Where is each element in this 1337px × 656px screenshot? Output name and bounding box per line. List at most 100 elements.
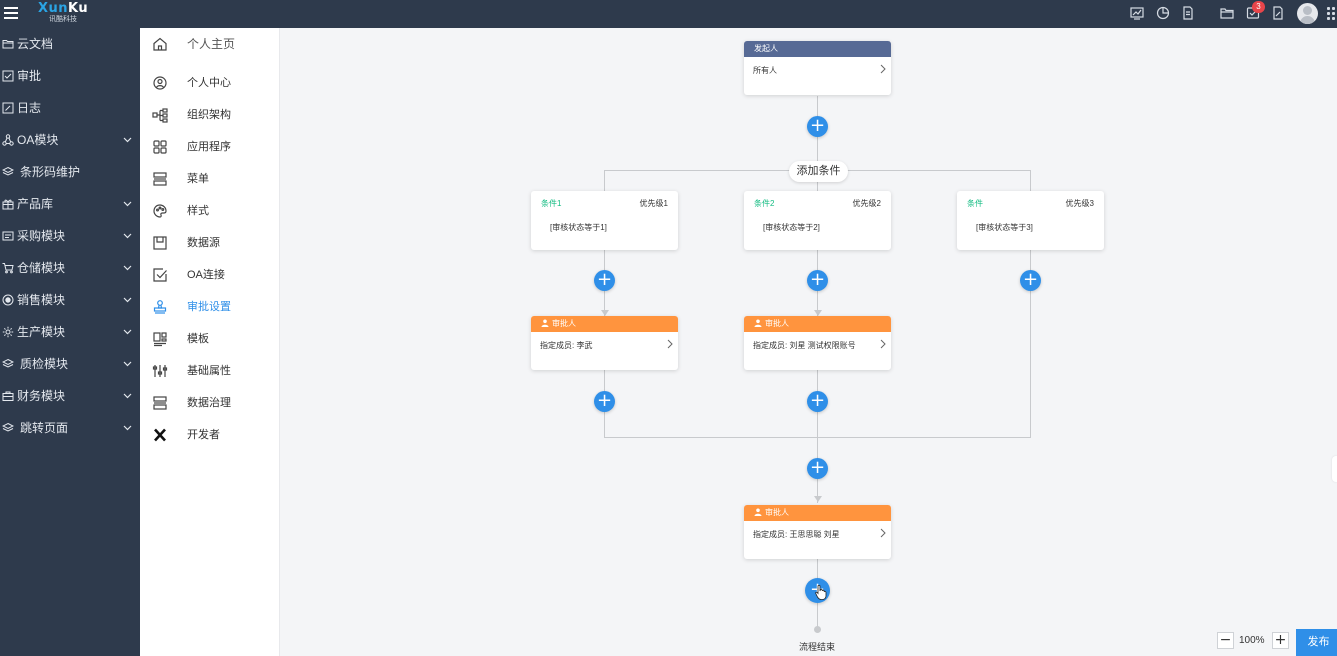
sidebar-item-purchase[interactable]: 采购模块 [0, 220, 140, 252]
add-node-button[interactable]: + [807, 391, 828, 412]
sidebar-item-quality[interactable]: 质检模块 [0, 348, 140, 380]
apps-grid-icon[interactable] [1327, 7, 1337, 20]
sidebar-item-label: 跳转页面 [20, 421, 69, 435]
flow-end-label: 流程结束 [798, 642, 835, 652]
sidebar-item-label: 仓储模块 [17, 261, 66, 275]
edit-document-icon[interactable] [1271, 6, 1285, 20]
submenu-item-home[interactable]: 个人主页 [140, 28, 280, 60]
edit-icon [2, 102, 14, 114]
condition-name: 条件1 [541, 199, 562, 208]
sidebar-item-label: 日志 [17, 101, 42, 115]
submenu-item-oa-connect[interactable]: OA连接 [140, 259, 280, 291]
condition-card[interactable]: 条件 优先级3 [审核状态等于3] [957, 191, 1104, 250]
zoom-in-button[interactable]: + [1272, 632, 1289, 649]
condition-priority: 优先级1 [639, 199, 668, 208]
flow-end-dot [814, 626, 821, 633]
document-icon[interactable] [1181, 6, 1195, 20]
sidebar-item-log[interactable]: 日志 [0, 92, 140, 124]
approver-node-content: 指定成员: 刘星 测试权限账号 [753, 341, 856, 350]
submenu-item-label: 应用程序 [187, 141, 231, 153]
sidebar-item-label: 采购模块 [17, 229, 66, 243]
sidebar-item-oa[interactable]: OA模块 [0, 124, 140, 156]
publish-button[interactable]: 发布 [1296, 629, 1337, 656]
submenu-item-label: OA连接 [187, 269, 225, 281]
side-panel-handle[interactable] [1332, 456, 1337, 482]
submenu-item-apps[interactable]: 应用程序 [140, 131, 280, 163]
condition-rule: [审核状态等于3] [976, 223, 1033, 232]
submenu-item-developer[interactable]: 开发者 [140, 419, 280, 451]
x-icon [152, 427, 168, 443]
submenu-item-org[interactable]: 组织架构 [140, 99, 280, 131]
submenu-item-data-governance[interactable]: 数据治理 [140, 387, 280, 419]
sidebar-item-product[interactable]: 产品库 [0, 188, 140, 220]
submenu-item-datasource[interactable]: 数据源 [140, 227, 280, 259]
sidebar-item-redirect[interactable]: 跳转页面 [0, 412, 140, 444]
flow-connector [604, 170, 605, 192]
submenu-item-label: 审批设置 [187, 301, 231, 313]
sidebar-item-label: 销售模块 [17, 293, 66, 307]
approver-node-content: 指定成员: 王思思聪 刘星 [753, 530, 840, 539]
sidebar-item-label: 财务模块 [17, 389, 66, 403]
flow-arrow [601, 310, 609, 316]
zoom-out-button[interactable]: − [1217, 632, 1234, 649]
brand-logo[interactable]: XunKu 讯酷科技 [38, 2, 88, 26]
submenu-item-style[interactable]: 样式 [140, 195, 280, 227]
sidebar-item-approval[interactable]: 审批 [0, 60, 140, 92]
pie-chart-icon[interactable] [1156, 6, 1170, 20]
approver-node-title: 审批人 [765, 319, 789, 328]
add-node-button[interactable]: + [594, 270, 615, 291]
menu-list-icon [152, 171, 168, 187]
zoom-controls: − 100% + [1217, 632, 1289, 652]
add-condition-button[interactable]: 添加条件 [789, 161, 848, 182]
home-icon [152, 36, 168, 52]
chevron-down-icon [122, 262, 133, 273]
approver-node-title: 审批人 [765, 508, 789, 517]
submenu-item-label: 组织架构 [187, 109, 231, 121]
approver-node-title: 审批人 [552, 319, 576, 328]
add-node-button[interactable]: + [594, 391, 615, 412]
chevron-right-icon [879, 64, 887, 74]
flow-connector [1030, 170, 1031, 192]
submenu-item-approval-settings[interactable]: 审批设置 [140, 291, 280, 323]
sidebar-item-barcode[interactable]: 条形码维护 [0, 156, 140, 188]
main-sidebar: 云文档 审批 日志 OA模块 条形码维护 产品库 采购模块 仓储模块 销售模块 [0, 28, 140, 656]
submenu-item-label: 基础属性 [187, 365, 231, 377]
submenu-item-menu[interactable]: 菜单 [140, 163, 280, 195]
dashboard-icon[interactable] [1130, 6, 1144, 20]
chevron-down-icon [122, 294, 133, 305]
logo-primary: Xun [38, 1, 69, 16]
condition-priority: 优先级2 [852, 199, 881, 208]
condition-card[interactable]: 条件2 优先级2 [审核状态等于2] [744, 191, 891, 250]
start-node[interactable]: 发起人 所有人 [744, 41, 891, 95]
final-approver-node[interactable]: 审批人 指定成员: 王思思聪 刘星 [744, 505, 891, 559]
condition-priority: 优先级3 [1065, 199, 1094, 208]
flow-connector [817, 370, 818, 503]
checkbox-icon [2, 70, 14, 82]
sidebar-item-cloud-docs[interactable]: 云文档 [0, 28, 140, 60]
sidebar-item-production[interactable]: 生产模块 [0, 316, 140, 348]
folder-icon [2, 38, 14, 50]
condition-card[interactable]: 条件1 优先级1 [审核状态等于1] [531, 191, 678, 250]
submenu-item-base-attributes[interactable]: 基础属性 [140, 355, 280, 387]
folder-icon[interactable] [1220, 6, 1234, 20]
sidebar-item-warehouse[interactable]: 仓储模块 [0, 252, 140, 284]
sidebar-item-sales[interactable]: 销售模块 [0, 284, 140, 316]
hamburger-menu-icon[interactable] [4, 7, 18, 19]
zoom-level: 100% [1239, 635, 1265, 646]
user-icon [541, 319, 549, 327]
sidebar-item-finance[interactable]: 财务模块 [0, 380, 140, 412]
mouse-cursor-icon [815, 585, 827, 600]
submenu-item-template[interactable]: 模板 [140, 323, 280, 355]
add-node-button[interactable]: + [807, 116, 828, 137]
submenu-item-personal-center[interactable]: 个人中心 [140, 67, 280, 99]
add-node-button[interactable]: + [1020, 270, 1041, 291]
approver-node[interactable]: 审批人 指定成员: 李武 [531, 316, 678, 370]
add-node-button[interactable]: + [807, 458, 828, 479]
flow-connector [1030, 250, 1031, 438]
user-avatar[interactable] [1297, 3, 1318, 24]
add-node-button[interactable]: + [807, 270, 828, 291]
approver-node[interactable]: 审批人 指定成员: 刘星 测试权限账号 [744, 316, 891, 370]
sidebar-item-label: 审批 [17, 69, 42, 83]
sidebar-item-label: OA模块 [17, 133, 59, 147]
sliders-icon [152, 363, 168, 379]
